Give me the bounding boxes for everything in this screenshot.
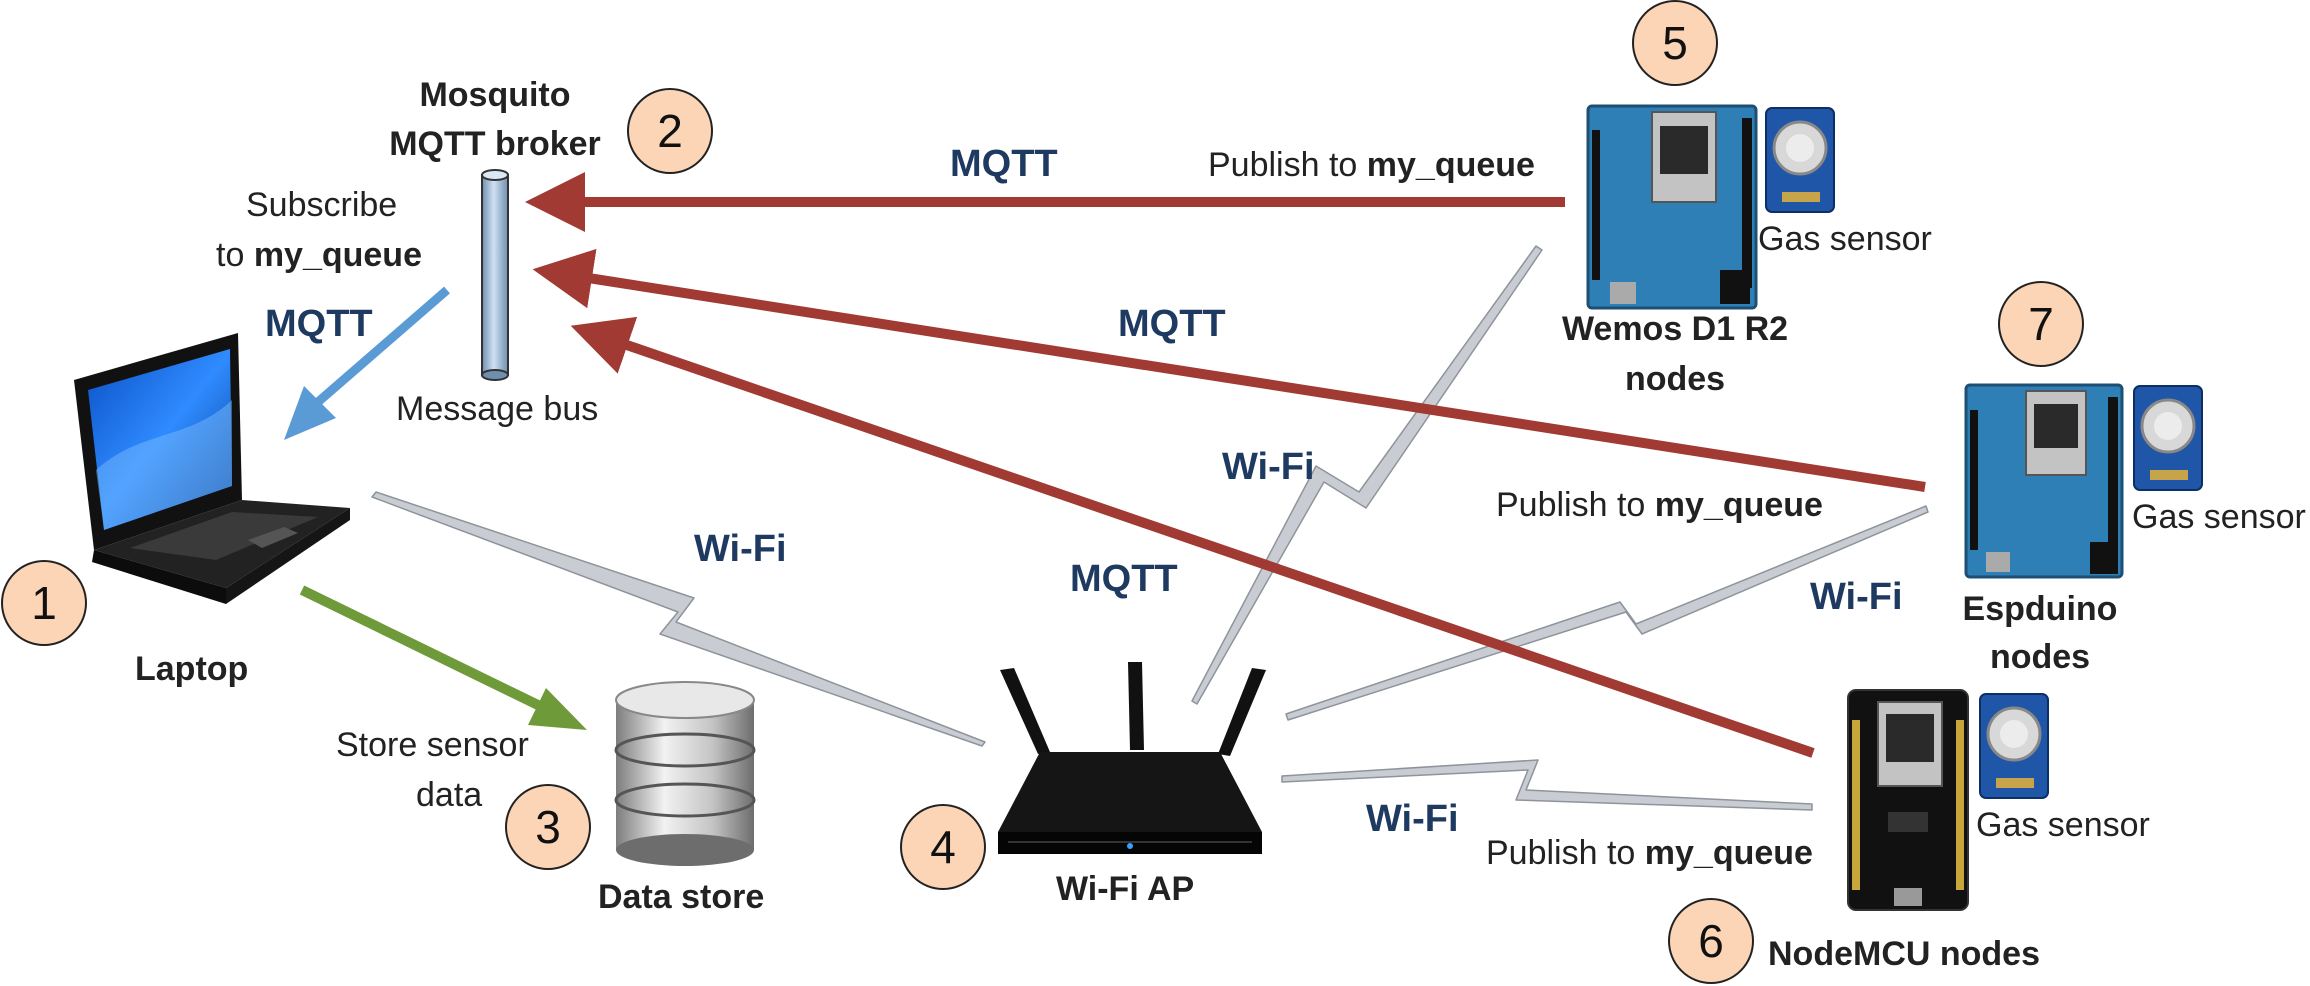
publish-label-espduino: Publish to my_queue bbox=[1496, 486, 1823, 524]
wifi-link-laptop bbox=[371, 491, 986, 747]
broker-title-line1: Mosquito bbox=[419, 76, 571, 114]
mqtt-arrow-nodemcu bbox=[570, 316, 1815, 758]
badge-1: 1 bbox=[1, 560, 87, 646]
broker-title-line2: MQTT broker bbox=[389, 125, 601, 163]
laptop-label: Laptop bbox=[135, 650, 249, 688]
espduino-gas-sensor-icon bbox=[2133, 385, 2203, 491]
espduino-board-icon bbox=[1964, 383, 2124, 579]
store-line2: data bbox=[416, 776, 483, 814]
message-bus-icon bbox=[481, 169, 509, 381]
espduino-label-line2: nodes bbox=[1989, 638, 2091, 676]
badge-3: 3 bbox=[505, 784, 591, 870]
mqtt-label-subscribe: MQTT bbox=[265, 303, 373, 345]
wifi-ap-label: Wi-Fi AP bbox=[1056, 870, 1195, 908]
store-line1: Store sensor bbox=[336, 726, 529, 764]
publish-label-nodemcu: Publish to my_queue bbox=[1486, 834, 1813, 872]
badge-7: 7 bbox=[1998, 281, 2084, 367]
subscribe-arrow bbox=[284, 286, 450, 440]
wifi-links bbox=[371, 245, 1929, 811]
mqtt-label-nodemcu: MQTT bbox=[1070, 558, 1178, 600]
wifi-link-espduino bbox=[1285, 505, 1929, 721]
badge-6: 6 bbox=[1668, 898, 1754, 984]
nodemcu-board-icon bbox=[1847, 689, 1969, 911]
subscribe-line2: to my_queue bbox=[216, 236, 422, 274]
mqtt-label-wemos: MQTT bbox=[950, 143, 1058, 185]
wifi-link-nodemcu bbox=[1281, 759, 1813, 811]
router-icon bbox=[998, 662, 1266, 854]
gas-sensor-label-espduino: Gas sensor bbox=[2132, 498, 2306, 536]
gas-sensor-label-nodemcu: Gas sensor bbox=[1976, 806, 2150, 844]
nodemcu-label: NodeMCU nodes bbox=[1768, 935, 2040, 973]
wifi-link-wemos bbox=[1191, 245, 1543, 705]
wifi-label-laptop: Wi-Fi bbox=[694, 528, 787, 570]
wifi-label-espduino: Wi-Fi bbox=[1810, 576, 1903, 618]
datastore-label: Data store bbox=[598, 878, 765, 916]
badge-2: 2 bbox=[627, 88, 713, 174]
wemos-label-line2: nodes bbox=[1624, 360, 1726, 398]
nodemcu-gas-sensor-icon bbox=[1979, 693, 2049, 799]
wemos-gas-sensor-icon bbox=[1765, 107, 1835, 213]
message-bus-label: Message bus bbox=[396, 390, 599, 428]
gas-sensor-label-wemos: Gas sensor bbox=[1758, 220, 1932, 258]
badge-4: 4 bbox=[900, 804, 986, 890]
database-icon bbox=[614, 681, 756, 866]
laptop-icon bbox=[74, 333, 350, 604]
wemos-board-icon bbox=[1586, 104, 1758, 310]
mqtt-arrows bbox=[525, 172, 1926, 758]
wifi-label-wemos: Wi-Fi bbox=[1222, 446, 1315, 488]
mqtt-arrow-espduino bbox=[532, 248, 1926, 492]
publish-label-wemos: Publish to my_queue bbox=[1208, 146, 1535, 184]
espduino-label-line1: Espduino bbox=[1962, 590, 2118, 628]
wifi-label-nodemcu: Wi-Fi bbox=[1366, 798, 1459, 840]
store-arrow bbox=[299, 585, 587, 730]
badge-5: 5 bbox=[1632, 0, 1718, 86]
subscribe-line1: Subscribe bbox=[246, 186, 398, 224]
wemos-label-line1: Wemos D1 R2 bbox=[1561, 310, 1789, 348]
mqtt-label-espduino: MQTT bbox=[1118, 303, 1226, 345]
